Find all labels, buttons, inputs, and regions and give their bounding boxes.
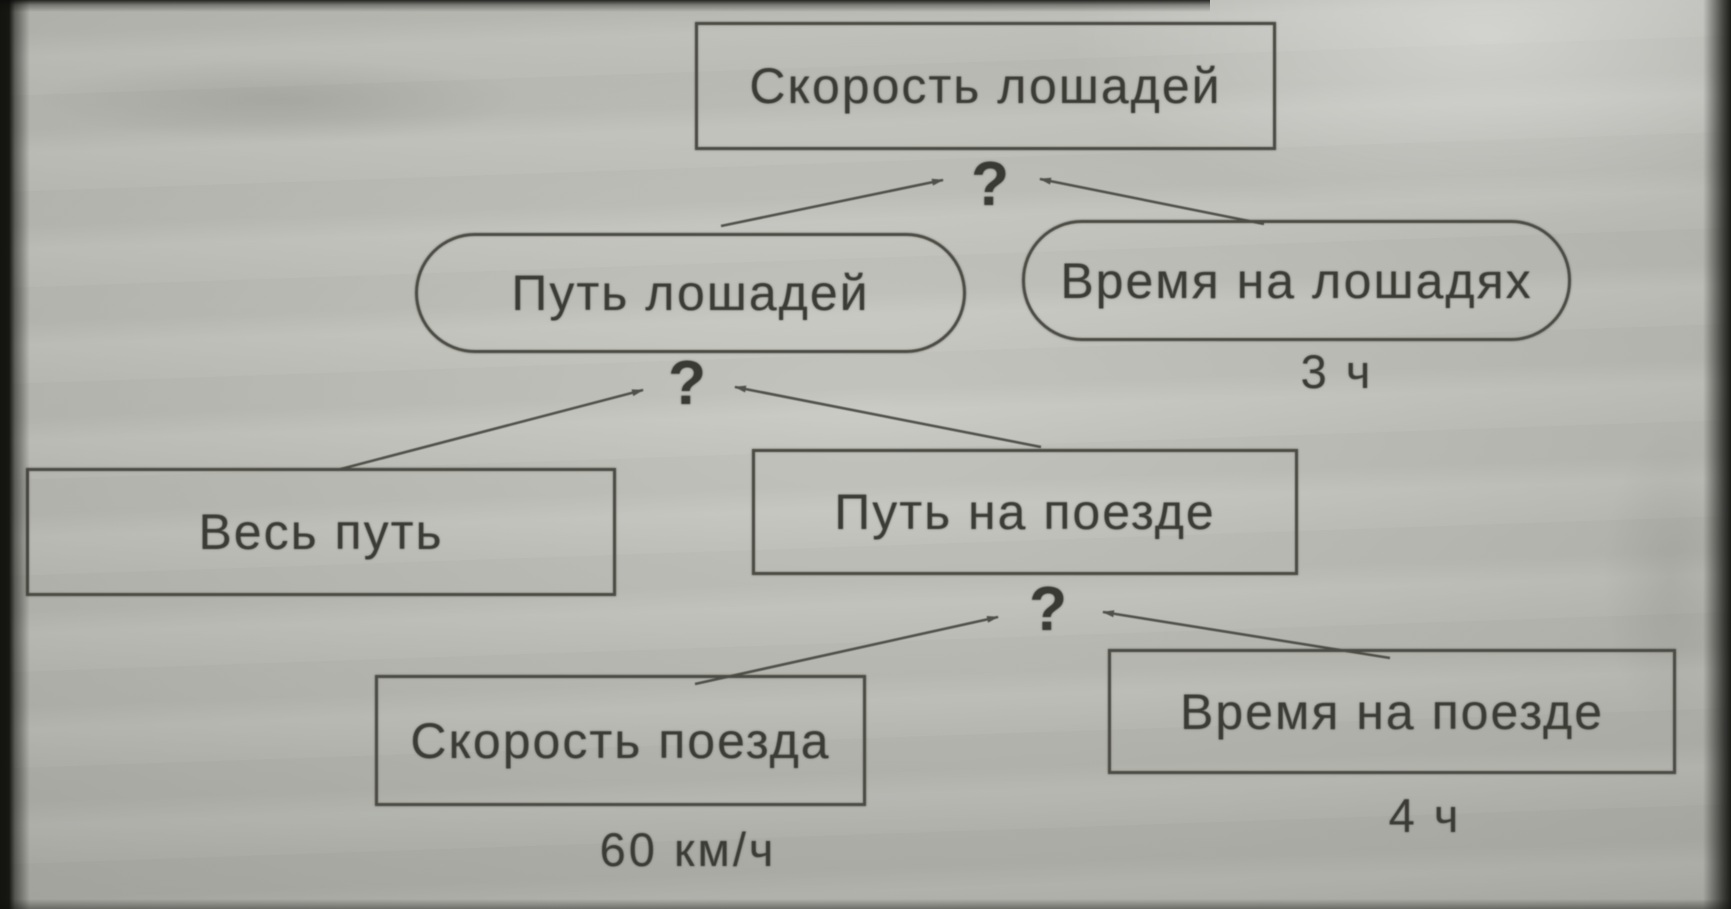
node-speed-of-train: Скорость поезда: [375, 675, 866, 806]
node-time-on-horses: Время на лошадях: [1022, 220, 1571, 341]
value-time-on-horses: 3 ч: [1300, 344, 1374, 398]
node-speed-of-horses-label: Скорость лошадей: [749, 58, 1222, 114]
arrow-speed-train-to-q3: [694, 615, 999, 686]
node-speed-of-horses: Скорость лошадей: [695, 22, 1276, 150]
node-speed-of-train-label: Скорость поезда: [410, 712, 831, 769]
question-mark-2: ?: [668, 348, 706, 418]
value-speed-of-train: 60 км/ч: [599, 822, 777, 876]
arrow-time-horses-to-q1: [1039, 177, 1265, 226]
node-whole-path-label: Весь путь: [198, 504, 444, 560]
node-time-by-train: Время на поезде: [1108, 649, 1676, 774]
node-path-of-horses-label: Путь лошадей: [511, 265, 870, 321]
arrow-path-horses-to-q1: [720, 178, 944, 228]
arrow-whole-path-to-q2: [336, 388, 644, 472]
value-time-by-train: 4 ч: [1388, 788, 1462, 842]
arrow-path-train-to-q2: [734, 385, 1042, 449]
question-mark-1: ?: [971, 149, 1009, 219]
question-mark-3: ?: [1029, 574, 1067, 644]
node-time-by-train-label: Время на поезде: [1179, 683, 1605, 740]
node-path-by-train: Путь на поезде: [752, 449, 1298, 575]
node-time-on-horses-label: Время на лошадях: [1060, 252, 1533, 309]
node-path-by-train-label: Путь на поезде: [834, 484, 1216, 540]
node-path-of-horses: Путь лошадей: [415, 233, 966, 353]
node-whole-path: Весь путь: [26, 468, 616, 596]
